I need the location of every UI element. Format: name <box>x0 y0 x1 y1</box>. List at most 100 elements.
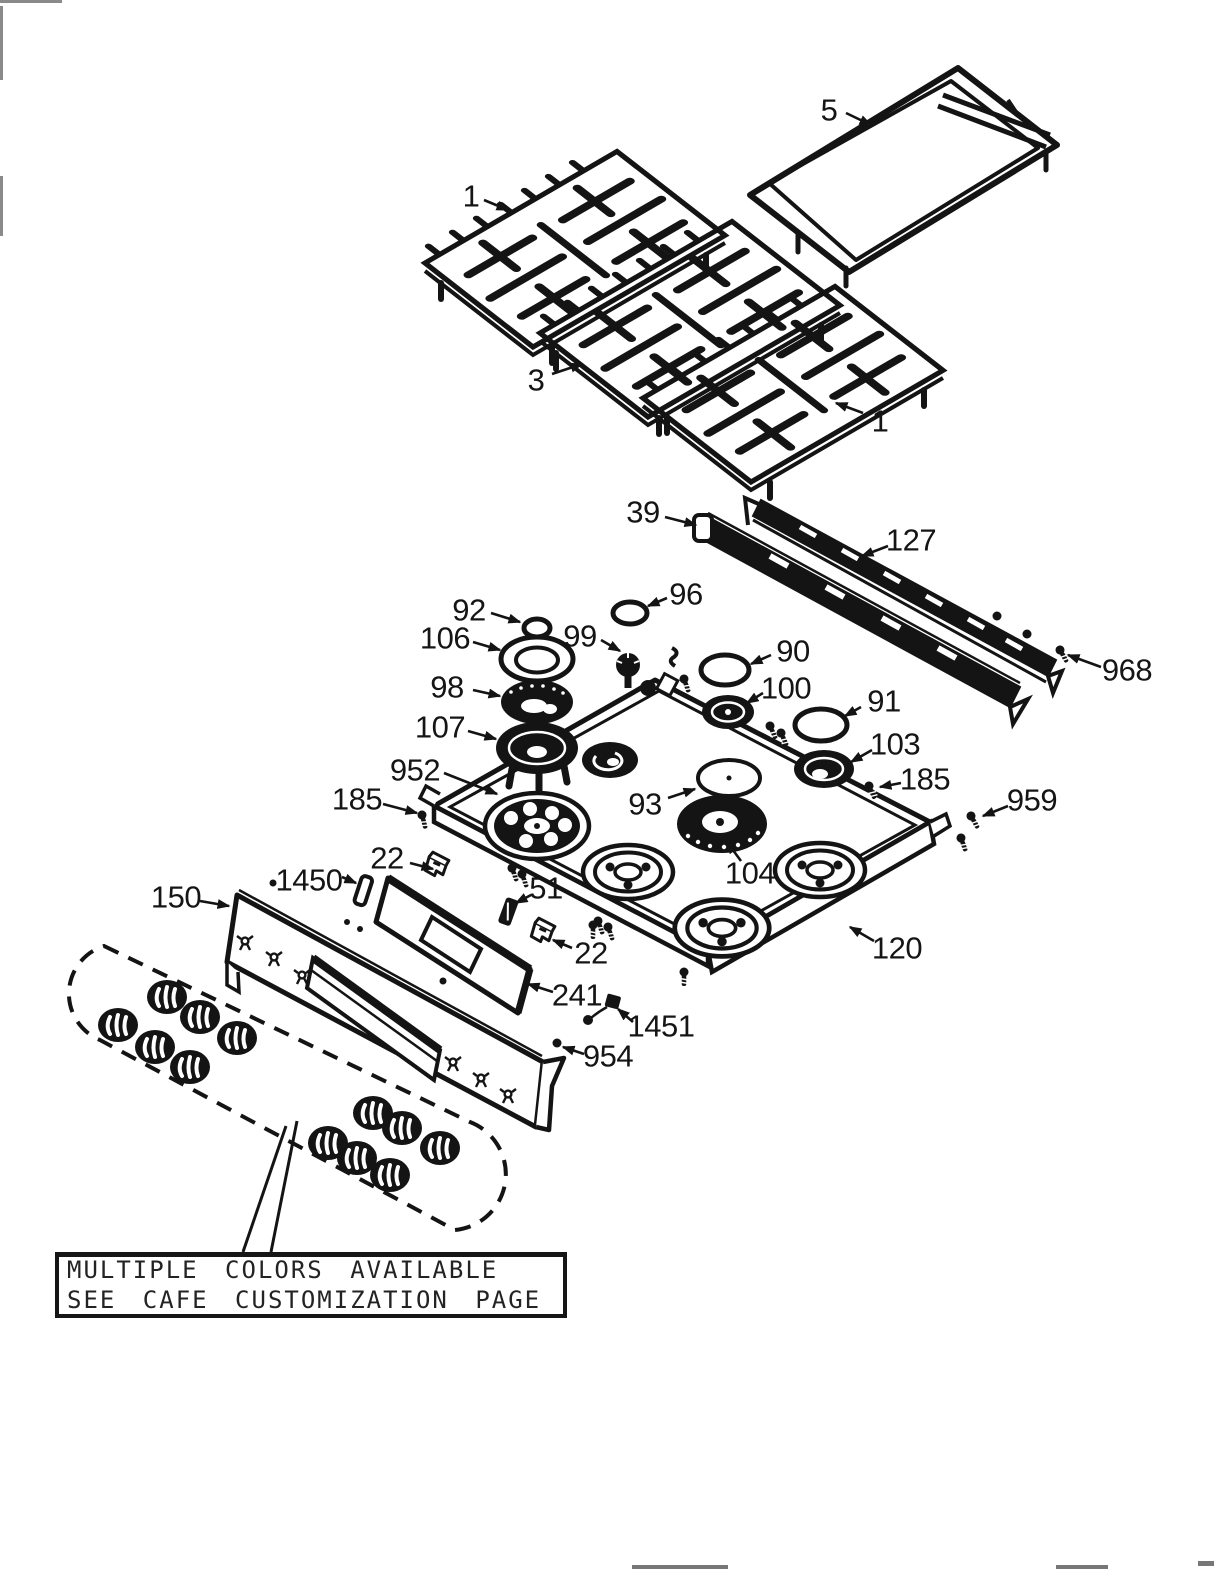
leader-igniter <box>600 638 622 653</box>
leader-grate-left <box>483 198 510 212</box>
callout-small-ring: 92 <box>452 592 486 628</box>
simmer-plate <box>696 758 762 798</box>
griddle <box>747 65 1060 289</box>
spacer-51 <box>498 897 519 926</box>
leader-clip <box>551 938 573 950</box>
callout-center-burner: 104 <box>724 855 776 891</box>
ring-96 <box>610 599 650 627</box>
leader-seal-ring <box>646 596 668 608</box>
leader-screw <box>981 804 1009 818</box>
leader-maintop <box>848 925 875 943</box>
callout-griddle: 5 <box>820 92 838 128</box>
leader-grate-center <box>551 362 584 376</box>
leader-center-burner <box>725 840 743 862</box>
leader-burner-cap <box>745 691 764 705</box>
callout-wire-harness: 1451 <box>627 1008 695 1044</box>
ring-burner-right <box>775 843 865 897</box>
leader-maintop-trim <box>443 771 499 796</box>
leader-wire-harness <box>616 1008 634 1023</box>
callout-screw: 959 <box>1006 782 1058 818</box>
leader-small-ring <box>490 611 522 624</box>
leader-burner-head <box>472 688 502 699</box>
ring-burner-rear <box>583 845 673 899</box>
clip-22-lower <box>529 915 558 945</box>
leader-simmer-plate <box>667 787 697 800</box>
callout-seal-ring: 96 <box>669 576 703 612</box>
callout-maintop: 120 <box>871 930 923 966</box>
callout-burner-cap: 103 <box>869 726 921 762</box>
leader-screw <box>878 779 902 790</box>
ring-burner-front <box>675 900 770 957</box>
callout-grate-center: 3 <box>527 362 545 398</box>
center-burner <box>677 795 767 853</box>
leader-burner-base <box>467 729 498 741</box>
callout-grate-right: 1 <box>871 403 889 439</box>
display-overlay <box>373 874 534 1016</box>
callout-burner-base: 107 <box>414 709 466 745</box>
callout-screw: 954 <box>582 1038 634 1074</box>
callout-rear-rail: 127 <box>885 522 937 558</box>
ring-90 <box>698 652 752 688</box>
callout-trim-ring: 106 <box>419 620 471 656</box>
leader-screw <box>1066 653 1102 669</box>
color-option-outline <box>66 943 508 1233</box>
ring-91 <box>792 706 850 744</box>
callout-control-panel: 150 <box>150 879 202 915</box>
wire-harness-1451 <box>583 993 621 1025</box>
callout-clip: 22 <box>370 840 404 876</box>
callout-burner-head: 98 <box>430 669 464 705</box>
note-leader-lines <box>241 1120 299 1253</box>
leader-grate-right <box>834 401 864 415</box>
leader-spacer <box>514 893 532 905</box>
clip-22-upper <box>423 849 452 879</box>
note-line-2: SEE CAFE CUSTOMIZATION PAGE <box>67 1285 542 1314</box>
igniter-99 <box>616 653 640 688</box>
callout-seal-ring: 91 <box>867 683 901 719</box>
leader-burner-cap <box>849 748 873 764</box>
ring-92 <box>521 616 553 640</box>
callout-display-overlay: 241 <box>551 977 603 1013</box>
leader-griddle <box>845 111 873 127</box>
grill-burner <box>482 790 592 862</box>
callout-clip: 22 <box>574 935 608 971</box>
front-rail <box>692 511 1033 730</box>
burner-base-107 <box>496 722 578 794</box>
callout-simmer-plate: 93 <box>628 786 662 822</box>
standoff-1450 <box>352 874 374 908</box>
callout-screw: 185 <box>899 761 951 797</box>
leader-front-rail <box>664 515 698 527</box>
leader-screw <box>382 802 419 815</box>
control-panel <box>224 888 567 1133</box>
callout-leader-lines <box>199 111 1102 1056</box>
leader-screw <box>561 1045 585 1056</box>
leader-clip <box>409 861 435 871</box>
swirl-burner <box>582 742 638 778</box>
leader-standoff <box>341 873 358 885</box>
callout-spacer: 51 <box>529 870 563 906</box>
hardware-screws <box>269 611 1072 1048</box>
callout-front-rail: 39 <box>626 494 660 530</box>
callout-screw: 185 <box>331 781 383 817</box>
color-note-box: MULTIPLE COLORS AVAILABLE SEE CAFE CUSTO… <box>55 1252 567 1318</box>
leader-seal-ring <box>749 653 772 666</box>
callout-standoff: 1450 <box>275 862 343 898</box>
rear-rail <box>742 494 1066 700</box>
leader-control-panel <box>199 899 231 909</box>
note-line-1: MULTIPLE COLORS AVAILABLE <box>67 1255 499 1284</box>
burner-head-98 <box>501 680 573 724</box>
burner-cap-103 <box>794 750 854 788</box>
callout-seal-ring: 90 <box>776 633 810 669</box>
ring-106 <box>498 634 576 684</box>
callout-grate-left: 1 <box>462 178 480 214</box>
leader-display-overlay <box>526 982 554 994</box>
callout-igniter: 99 <box>563 618 597 654</box>
leader-seal-ring <box>843 705 862 718</box>
leader-trim-ring <box>472 640 502 652</box>
callout-burner-cap: 100 <box>760 670 812 706</box>
callout-maintop-trim: 952 <box>389 752 441 788</box>
callout-screw: 968 <box>1101 652 1153 688</box>
burner-cap-100 <box>702 695 754 729</box>
